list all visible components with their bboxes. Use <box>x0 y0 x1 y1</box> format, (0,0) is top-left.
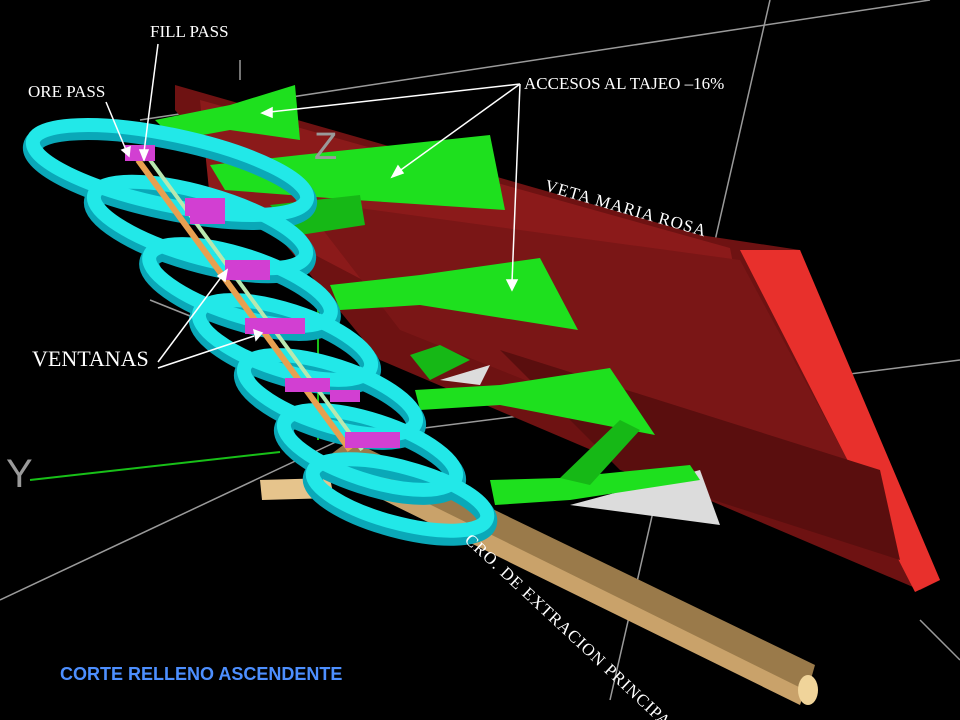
accesos-label: ACCESOS AL TAJEO –16% <box>524 74 725 93</box>
ore-pass-label: ORE PASS <box>28 82 106 101</box>
access-ramps <box>155 85 700 505</box>
leader-lines <box>105 43 521 369</box>
spiral-ramp <box>22 118 498 546</box>
stope-faces <box>440 365 720 525</box>
diagram-title: CORTE RELLENO ASCENDENTE <box>60 664 343 684</box>
windows <box>125 145 400 448</box>
axis-y-label: Y <box>6 452 33 496</box>
ventanas-label: VENTANAS <box>32 346 149 371</box>
axis-z-label: Z <box>314 126 338 168</box>
fill-pass-label: FILL PASS <box>150 22 229 41</box>
